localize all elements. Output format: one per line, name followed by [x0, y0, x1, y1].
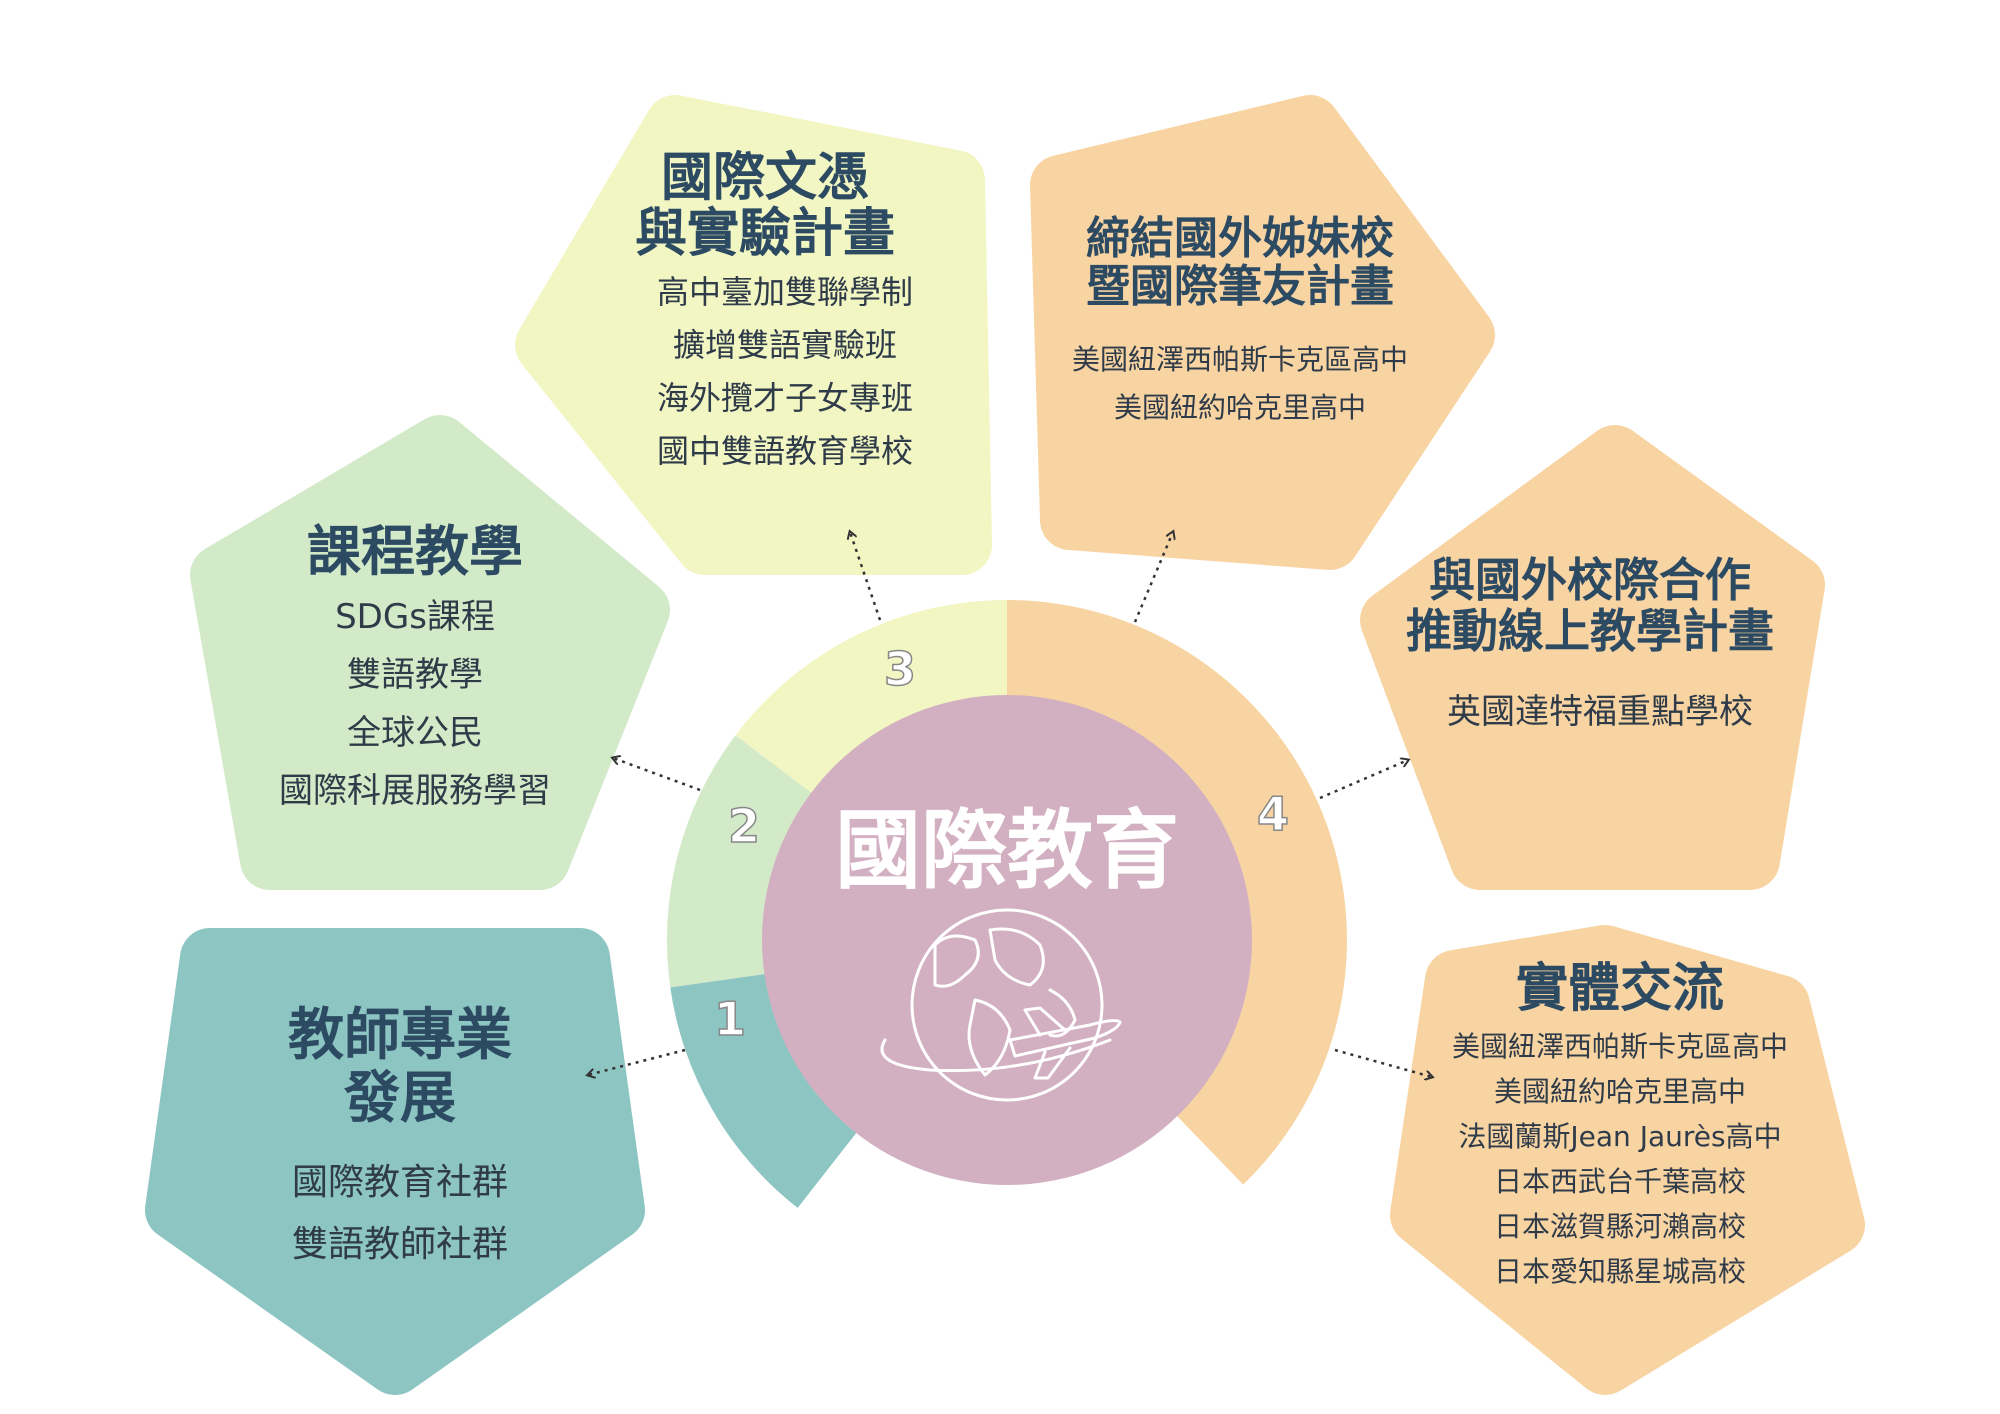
list-item: 美國紐約哈克里高中: [1113, 391, 1366, 425]
ring-segment-2: [667, 735, 824, 988]
box-teacher: 教師專業 發展 國際教育社群 雙語教師社群: [255, 1003, 545, 1276]
list-item: 日本西武台千葉高校: [1493, 1165, 1746, 1199]
list-item: 英國達特福重點學校: [1447, 692, 1753, 733]
box-diploma-items: 高中臺加雙聯學制 擴增雙語實驗班 海外攬才子女專班 國中雙語教育學校: [600, 266, 930, 478]
box-online: 與國外校際合作 推動線上教學計畫 英國達特福重點學校: [1365, 555, 1815, 740]
list-item: 雙語教學: [347, 655, 483, 696]
list-item: 高中臺加雙聯學制: [656, 273, 913, 312]
arrow-to-teacher: [588, 1048, 686, 1075]
list-item: 雙語教師社群: [291, 1224, 508, 1266]
arrow-to-curriculum: [613, 758, 701, 792]
ring-segment-4: [1007, 600, 1348, 1185]
title-line: 發展: [344, 1065, 456, 1131]
arrow-to-online: [1319, 760, 1408, 800]
box-diploma: 國際文憑 與實驗計畫 高中臺加雙聯學制 擴增雙語實驗班 海外攬才子女專班 國中雙…: [600, 150, 930, 478]
list-item: 海外攬才子女專班: [656, 379, 913, 418]
box-teacher-items: 國際教育社群 雙語教師社群: [255, 1152, 545, 1276]
title-line: 國際文憑: [660, 148, 869, 208]
list-item: 美國紐約哈克里高中: [1493, 1075, 1746, 1109]
title-line: 暨國際筆友計畫: [1086, 260, 1394, 312]
list-item: 法國蘭斯Jean Jaurès高中: [1458, 1120, 1782, 1154]
segment-number-1: 1: [714, 992, 746, 1046]
pentagon-curriculum: [190, 415, 670, 890]
box-exchange-items: 美國紐澤西帕斯卡克區高中 美國紐約哈克里高中 法國蘭斯Jean Jaurès高中…: [1430, 1024, 1810, 1294]
title-line: 教師專業: [288, 1003, 512, 1068]
pentagon-exchange: [1390, 925, 1865, 1395]
list-item: 全球公民: [347, 713, 483, 754]
list-item: SDGs課程: [335, 597, 495, 638]
arrow-to-sister: [1133, 532, 1173, 623]
center-circle: [762, 695, 1252, 1185]
list-item: 擴增雙語實驗班: [672, 326, 897, 365]
title-line: 實體交流: [1515, 959, 1724, 1019]
ring: [667, 600, 1348, 1208]
list-item: 日本滋賀縣河瀨高校: [1493, 1210, 1746, 1244]
list-item: 國際科展服務學習: [279, 771, 551, 812]
ring-segment-3: [735, 600, 1007, 802]
segment-number-3: 3: [884, 642, 916, 696]
pentagon-sister: [1030, 95, 1495, 570]
box-sister-title: 締結國外姊妹校 暨國際筆友計畫: [1040, 215, 1440, 310]
ring-segment-1: [670, 972, 866, 1208]
pentagon-online: [1360, 425, 1825, 890]
box-exchange: 實體交流 美國紐澤西帕斯卡克區高中 美國紐約哈克里高中 法國蘭斯Jean Jau…: [1430, 960, 1810, 1294]
arrow-to-exchange: [1334, 1048, 1432, 1077]
segment-number-2: 2: [728, 799, 760, 853]
list-item: 美國紐澤西帕斯卡克區高中: [1071, 343, 1408, 377]
box-online-title: 與國外校際合作 推動線上教學計畫: [1365, 555, 1815, 656]
box-curriculum-title: 課程教學: [250, 520, 580, 583]
title-line: 與實驗計畫: [634, 204, 895, 265]
box-online-items: 英國達特福重點學校: [1365, 684, 1815, 740]
list-item: 美國紐澤西帕斯卡克區高中: [1451, 1030, 1788, 1064]
box-sister: 締結國外姊妹校 暨國際筆友計畫 美國紐澤西帕斯卡克區高中 美國紐約哈克里高中: [1040, 215, 1440, 432]
segment-number-4: 4: [1257, 787, 1289, 841]
connector-arrows: [588, 532, 1432, 1077]
list-item: 日本愛知縣星城高校: [1493, 1255, 1746, 1289]
pentagon-diploma: [515, 95, 992, 575]
center-title: 國際教育: [835, 801, 1179, 901]
list-item: 國際教育社群: [291, 1162, 508, 1204]
title-line: 與國外校際合作: [1429, 553, 1751, 607]
globe-airplane-icon: [880, 908, 1122, 1102]
title-line: 推動線上教學計畫: [1406, 603, 1774, 658]
box-teacher-title: 教師專業 發展: [255, 1003, 545, 1131]
box-sister-items: 美國紐澤西帕斯卡克區高中 美國紐約哈克里高中: [1040, 336, 1440, 432]
box-exchange-title: 實體交流: [1430, 960, 1810, 1018]
box-diploma-title: 國際文憑 與實驗計畫: [600, 150, 930, 262]
list-item: 國中雙語教育學校: [656, 432, 913, 471]
box-curriculum: 課程教學 SDGs課程 雙語教學 全球公民 國際科展服務學習: [250, 520, 580, 820]
pentagon-teacher: [145, 928, 645, 1395]
title-line: 締結國外姊妹校: [1086, 213, 1394, 264]
box-curriculum-items: SDGs課程 雙語教學 全球公民 國際科展服務學習: [250, 588, 580, 820]
title-line: 課程教學: [307, 520, 523, 583]
